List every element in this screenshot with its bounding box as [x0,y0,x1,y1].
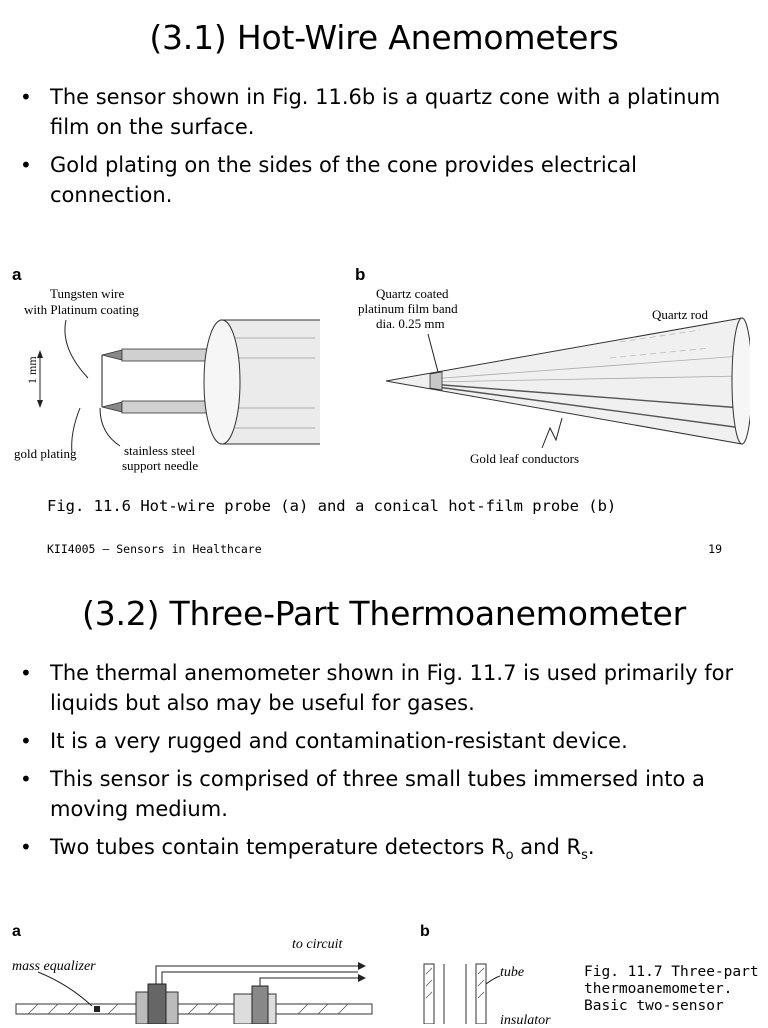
slide-hot-wire-anemometers: (3.1) Hot-Wire Anemometers The sensor sh… [0,0,768,572]
label-gold-plating: gold plating [14,446,77,461]
panel-b-letter: b [355,265,365,284]
bullet-text: and R [513,835,582,859]
figure-11-6: a Tungsten wire with Platinum coating 1 … [10,258,753,476]
figure-11-6-drawing: a Tungsten wire with Platinum coating 1 … [12,265,753,473]
bullet-item: This sensor is comprised of three small … [18,764,748,824]
label-platinum-coating: with Platinum coating [24,302,139,317]
caption-line: Basic two-sensor [584,998,724,1014]
panel-a-letter: a [12,923,21,940]
label-to-circuit: to circuit [292,937,344,952]
bullet-text: Two tubes contain temperature detectors … [50,835,506,859]
label-tube: tube [500,965,524,980]
label-gold-leaf: Gold leaf conductors [470,451,579,466]
subscript-s: s [581,848,588,863]
figure-11-7-drawing: a to circuit mass equalizer [12,923,551,1028]
caption-line: thermoanemometer. [584,981,733,997]
bullet-list: The thermal anemometer shown in Fig. 11.… [18,658,748,870]
label-support-needle: support needle [122,458,198,473]
label-quartz-coated: Quartz coated [376,286,449,301]
bullet-item: Two tubes contain temperature detectors … [18,832,748,862]
footer-course: KII4005 – Sensors in Healthcare [47,542,262,556]
slide-title: (3.1) Hot-Wire Anemometers [149,18,619,57]
figure-caption: Fig. 11.6 Hot-wire probe (a) and a conic… [47,497,617,515]
panel-b-letter: b [420,923,430,940]
bullet-item: It is a very rugged and contamination-re… [18,726,748,756]
label-tungsten-wire: Tungsten wire [50,286,125,301]
label-quartz-rod: Quartz rod [652,307,708,322]
label-stainless-steel: stainless steel [124,443,196,458]
label-mass-equalizer: mass equalizer [12,959,96,974]
label-band-diameter: dia. 0.25 mm [376,316,445,331]
bullet-list: The sensor shown in Fig. 11.6b is a quar… [18,82,748,218]
figure-11-7: a to circuit mass equalizer [8,914,578,1028]
bullet-item: The sensor shown in Fig. 11.6b is a quar… [18,82,748,142]
bullet-text: . [587,835,595,859]
bullet-item: Gold plating on the sides of the cone pr… [18,150,748,210]
label-1mm: 1 mm [25,356,39,384]
caption-line: Fig. 11.7 Three-part [584,964,759,980]
figure-caption: Fig. 11.7 Three-part thermoanemometer. B… [584,964,768,1015]
label-platinum-band: platinum film band [358,301,458,316]
slide-three-part-thermoanemometer: (3.2) Three-Part Thermoanemometer The th… [0,572,768,1028]
label-insulator: insulator [500,1013,551,1024]
footer-page-number: 19 [708,542,722,556]
bullet-item: The thermal anemometer shown in Fig. 11.… [18,658,748,718]
panel-a-letter: a [12,265,22,284]
slide-title: (3.2) Three-Part Thermoanemometer [82,594,686,633]
subscript-o: o [505,848,514,863]
